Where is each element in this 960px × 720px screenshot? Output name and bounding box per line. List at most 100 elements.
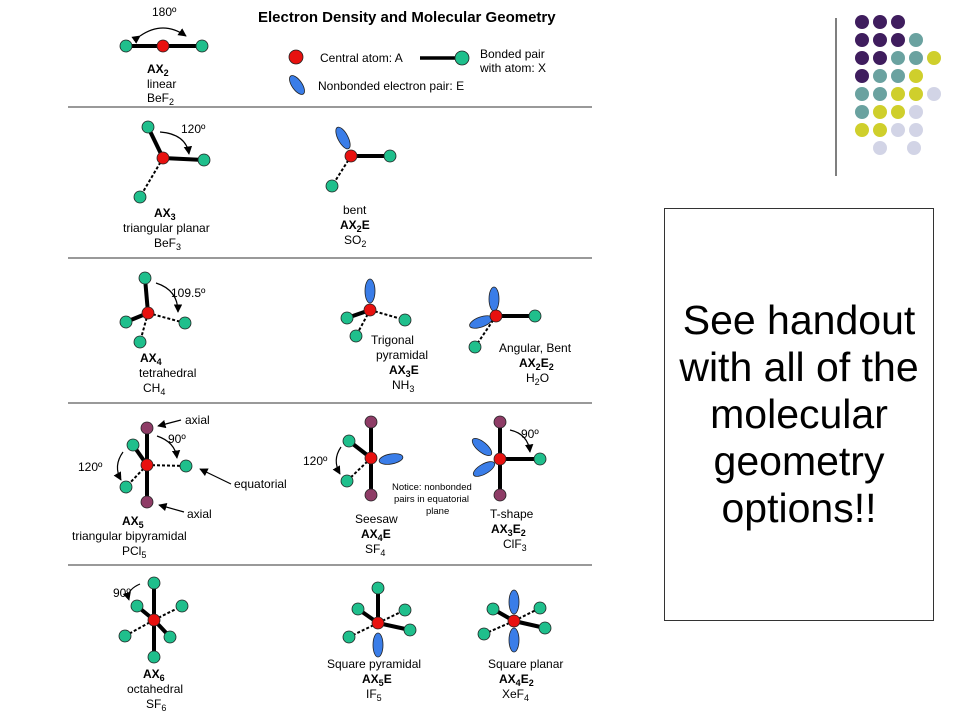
bonded-atom <box>179 459 193 473</box>
angle-arc <box>156 435 181 459</box>
lone-pair <box>472 461 496 477</box>
geometry-name: triangular planar <box>123 221 210 235</box>
example: BeF3 <box>154 236 181 252</box>
molecule-ax6: 90º <box>113 576 189 664</box>
bonded-atom <box>325 179 339 193</box>
decor-dot <box>855 69 869 83</box>
molecule-ax3e2: 90º <box>471 415 547 502</box>
axial-atom <box>364 415 378 429</box>
geometry-name: Seesaw <box>355 512 398 526</box>
bonded-atom <box>147 650 161 664</box>
molecule-ax4e: 120º Notice: nonbonded pairs in equatori… <box>303 415 472 517</box>
legend-central-atom-icon <box>288 49 304 65</box>
geometry-name-line1: Trigonal <box>371 333 414 347</box>
central-atom <box>363 303 377 317</box>
example: BeF2 <box>147 91 174 107</box>
legend-central-label: Central atom: A <box>320 51 403 65</box>
bonded-atom <box>118 629 132 643</box>
central-atom <box>364 451 378 465</box>
pointer-arrow <box>157 419 182 429</box>
bonded-atom <box>351 602 365 616</box>
angle-label: 120º <box>181 122 206 136</box>
bonded-atom <box>138 271 152 285</box>
legend-lone-label: Nonbonded electron pair: E <box>318 79 464 93</box>
central-atom <box>489 309 503 323</box>
decor-dot <box>909 105 923 119</box>
formula: AX4E2 <box>499 672 534 688</box>
angle-label: 109.5º <box>171 286 206 300</box>
label-ax3e: Trigonal pyramidal AX3E NH3 <box>371 333 428 394</box>
lone-pair <box>488 286 500 312</box>
angle-label: 120º <box>78 460 103 474</box>
angle-label: 120º <box>303 454 328 468</box>
central-atom <box>156 151 170 165</box>
decor-dot <box>909 123 923 137</box>
decor-dot <box>927 87 941 101</box>
formula: AX4E <box>361 527 391 543</box>
bonded-atom <box>342 434 356 448</box>
angle-arc <box>509 429 534 453</box>
legend-bonded-atom-icon <box>454 50 470 66</box>
bonded-atom <box>371 581 385 595</box>
label-ax2: AX2 linear BeF2 <box>147 62 176 107</box>
geometry-name: triangular bipyramidal <box>72 529 187 543</box>
angle-label: 90º <box>113 586 131 600</box>
decor-dot <box>873 141 887 155</box>
example: ClF3 <box>503 537 527 553</box>
geometry-name: tetrahedral <box>139 366 196 380</box>
label-ax6: AX6 octahedral SF6 <box>127 667 183 713</box>
bond <box>139 157 164 198</box>
formula: AX3E <box>389 363 419 379</box>
decor-dot <box>891 105 905 119</box>
lone-pair <box>364 278 376 304</box>
decor-dot <box>873 33 887 47</box>
bonded-atom <box>538 621 552 635</box>
example: SF4 <box>365 542 385 558</box>
geometry-name-line2: pyramidal <box>376 348 428 362</box>
decor-dot <box>891 123 905 137</box>
decor-dot <box>873 105 887 119</box>
bonded-atom <box>528 309 542 323</box>
decor-dot <box>891 15 905 29</box>
central-atom <box>147 613 161 627</box>
label-ax5: AX5 triangular bipyramidal PCl5 <box>72 514 187 560</box>
geometry-name: bent <box>343 203 367 217</box>
decor-dot <box>873 51 887 65</box>
lone-pair <box>378 453 404 465</box>
decor-dot-grid <box>855 15 941 155</box>
angle-arc <box>122 583 141 601</box>
label-ax4e2: Square planar AX4E2 XeF4 <box>488 657 563 703</box>
bonded-atom <box>141 120 155 134</box>
bonded-atom <box>533 601 547 615</box>
angle-arc <box>131 27 187 44</box>
axial-label: axial <box>187 507 212 521</box>
decor-dot <box>873 87 887 101</box>
central-atom <box>141 306 155 320</box>
label-ax3e2: T-shape AX3E2 ClF3 <box>490 507 534 553</box>
geometry-name: Angular, Bent <box>499 341 572 355</box>
example: IF5 <box>366 687 382 703</box>
bonded-atom <box>133 335 147 349</box>
geometry-name: Square pyramidal <box>327 657 421 671</box>
decor-dot <box>909 87 923 101</box>
axial-atom <box>140 421 154 435</box>
example: CH4 <box>143 381 165 397</box>
angle-arc <box>159 131 193 155</box>
label-ax4e: Seesaw AX4E SF4 <box>355 512 398 558</box>
bonded-atom <box>403 623 417 637</box>
legend-bonded-label-1: Bonded pair <box>480 47 545 61</box>
notice-line2: pairs in equatorial <box>394 494 469 505</box>
formula: AX2E <box>340 218 370 234</box>
label-ax3: AX3 triangular planar BeF3 <box>123 206 210 252</box>
angle-label: 180º <box>152 5 177 19</box>
central-atom <box>493 452 507 466</box>
decor-dot <box>855 87 869 101</box>
example: PCl5 <box>122 544 146 560</box>
bonded-atom <box>477 627 491 641</box>
decor-dot <box>909 69 923 83</box>
axial-atom <box>140 495 154 509</box>
molecule-ax3: 120º <box>133 120 211 204</box>
bonded-atom <box>119 480 133 494</box>
bonded-atom <box>197 153 211 167</box>
bonded-atom <box>340 474 354 488</box>
